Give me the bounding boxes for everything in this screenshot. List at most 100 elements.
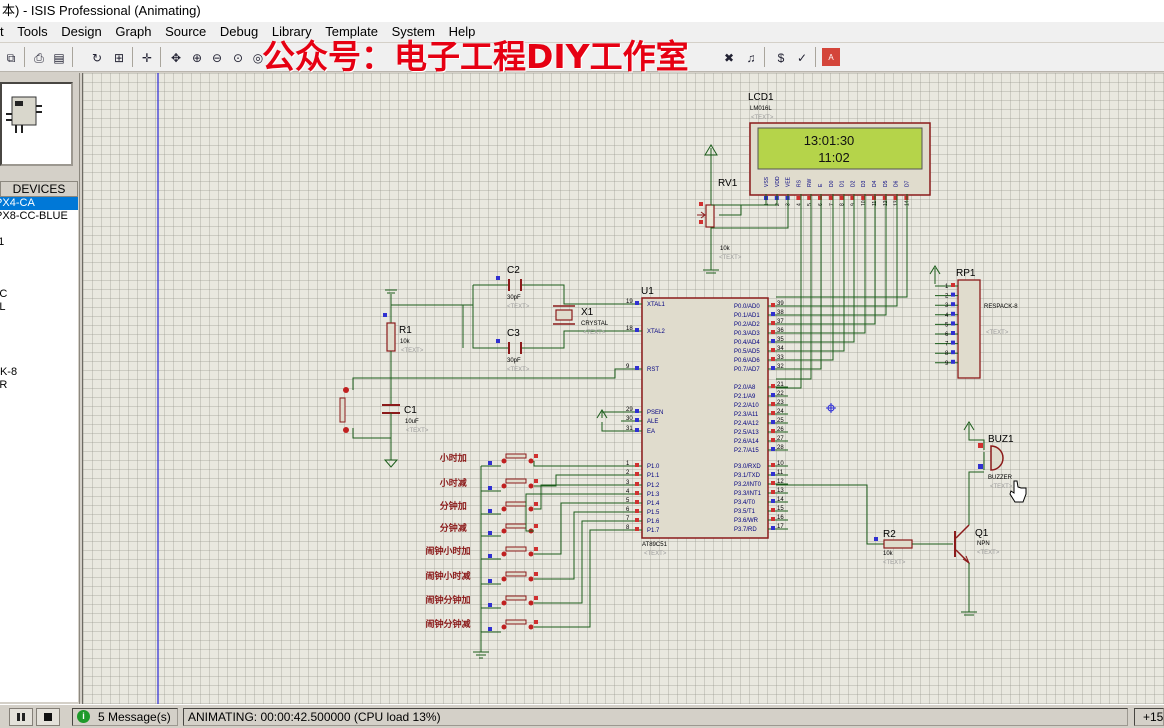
lcd-pin-state xyxy=(839,196,844,200)
push-button[interactable]: 闹钟小时减 xyxy=(425,511,621,585)
menu-source[interactable]: Source xyxy=(165,24,207,39)
r1-value: 10k xyxy=(400,339,411,345)
u1-pin-label: P1.6 xyxy=(647,519,660,525)
push-button[interactable]: 小时减 xyxy=(439,474,621,492)
origin-icon[interactable]: ✛ xyxy=(141,51,153,65)
device-item[interactable]: N xyxy=(0,249,78,262)
pick-icon[interactable]: ♫ xyxy=(746,51,756,65)
grid-icon[interactable]: ⊞ xyxy=(113,51,125,65)
c3[interactable]: C3 30pF <TEXT> xyxy=(496,328,530,373)
zoom-in-icon[interactable]: ⊕ xyxy=(191,51,203,65)
device-item[interactable]: G xyxy=(0,340,78,353)
device-item[interactable]: IPX4-CA xyxy=(0,197,78,210)
device-item[interactable] xyxy=(0,327,78,340)
devices-list[interactable]: IPX4-CA IPX8-CC-BLUE 8 51 N R EC AL G CK… xyxy=(0,197,78,702)
menu-tools[interactable]: Tools xyxy=(17,24,48,39)
zoom-area-icon[interactable]: ◎ xyxy=(252,51,264,65)
lcd1[interactable]: 13:01:30 11:02 LCD1 LM016L <TEXT> VSS1VD… xyxy=(748,92,931,206)
lcd-pin-label: D5 xyxy=(883,180,889,187)
menu-library[interactable]: Library xyxy=(271,24,312,39)
q1-ref: Q1 xyxy=(975,528,989,539)
menu-graph[interactable]: Graph xyxy=(115,24,152,39)
overview-preview[interactable] xyxy=(0,82,73,166)
menu-design[interactable]: Design xyxy=(61,24,102,39)
electrical-check-icon[interactable]: ✓ xyxy=(796,51,808,65)
u1-part: AT89C51 xyxy=(642,542,668,548)
button-pin-state xyxy=(534,502,538,506)
button-pin-state xyxy=(488,486,492,490)
reset-circuit[interactable]: R1 10k <TEXT> C1 10uF <TEXT> xyxy=(339,289,621,468)
u1-pin-label: XTAL1 xyxy=(647,302,666,308)
menu-file[interactable]: t xyxy=(0,24,4,39)
u1-pin-state xyxy=(771,330,775,334)
c3-value: 30pF xyxy=(507,358,521,364)
pan-icon[interactable]: ✥ xyxy=(170,51,182,65)
u1-ref: U1 xyxy=(641,286,654,297)
push-button[interactable]: 闹钟分钟加 xyxy=(425,520,621,609)
menu-template[interactable]: Template xyxy=(325,24,378,39)
stop-button[interactable] xyxy=(36,708,60,726)
copy-icon[interactable]: ⧉ xyxy=(6,51,16,65)
delete-icon[interactable]: ✖ xyxy=(723,51,735,65)
button-pin-state xyxy=(534,620,538,624)
u1-pin-label: P1.7 xyxy=(647,528,660,534)
u1-pin-label: P1.0 xyxy=(647,464,660,470)
push-button[interactable]: 分钟减 xyxy=(440,493,621,537)
u1-pin-state xyxy=(635,500,639,504)
u1-pin-number: 12 xyxy=(777,479,784,485)
u1-pin-state xyxy=(635,463,639,467)
button-contact xyxy=(528,506,534,512)
device-item[interactable] xyxy=(0,353,78,366)
u1-pin-label: P3.6/WR xyxy=(734,518,759,524)
device-item[interactable] xyxy=(0,314,78,327)
menu-help[interactable]: Help xyxy=(448,24,476,39)
menu-system[interactable]: System xyxy=(391,24,435,39)
page-setup-icon[interactable]: ▤ xyxy=(53,51,65,65)
lcd-pin-state xyxy=(828,196,833,200)
device-item[interactable]: 8 xyxy=(0,223,78,236)
zoom-out-icon[interactable]: ⊖ xyxy=(211,51,223,65)
push-button[interactable]: 闹钟分钟减 xyxy=(425,529,621,633)
menu-debug[interactable]: Debug xyxy=(219,24,259,39)
device-item[interactable]: 51 xyxy=(0,236,5,248)
push-button[interactable]: 分钟加 xyxy=(440,484,621,515)
u1-pin-state xyxy=(771,490,775,494)
device-item[interactable]: AL xyxy=(0,301,6,313)
rv1-text: <TEXT> xyxy=(719,255,742,261)
device-item[interactable] xyxy=(0,275,78,288)
x1[interactable]: X1 CRYSTAL <TEXT> xyxy=(553,305,609,336)
c2-text: <TEXT> xyxy=(507,304,530,310)
u1-pin-label: P1.1 xyxy=(647,473,660,479)
ares-icon[interactable]: A xyxy=(822,48,840,66)
push-button[interactable]: 闹钟小时加 xyxy=(425,502,621,560)
print-icon[interactable]: ⎙ xyxy=(34,51,44,65)
c2[interactable]: C2 30pF <TEXT> xyxy=(496,265,530,310)
rp1-pin-number: 3 xyxy=(945,303,949,309)
lcd-pin-label: VDD xyxy=(775,176,781,187)
bill-of-materials-icon[interactable]: $ xyxy=(777,51,785,65)
rv1[interactable]: RV1 10k <TEXT> xyxy=(697,144,742,274)
button-body xyxy=(505,595,527,601)
rp1-ref: RP1 xyxy=(956,268,976,279)
device-item[interactable]: EC xyxy=(0,288,8,300)
buzzer-driver[interactable]: R2 10k <TEXT> Q1 NPN <TEXT> BUZ1 BUZZER … xyxy=(776,421,1014,616)
zoom-all-icon[interactable]: ⊙ xyxy=(232,51,244,65)
c1-value: 10uF xyxy=(405,419,419,425)
button-label: 闹钟分钟加 xyxy=(425,594,470,605)
info-icon: i xyxy=(77,710,90,723)
u1-pin-label: P3.1/TXD xyxy=(734,473,761,479)
device-item[interactable]: R xyxy=(0,262,78,275)
device-item[interactable]: CK-8 xyxy=(0,366,18,378)
button-contact xyxy=(501,528,507,534)
refresh-icon[interactable]: ↻ xyxy=(91,51,103,65)
device-item[interactable]: IPX8-CC-BLUE xyxy=(0,210,68,222)
u1-pin-state xyxy=(771,508,775,512)
pause-button[interactable] xyxy=(9,708,33,726)
device-item[interactable]: ER xyxy=(0,379,8,391)
message-count[interactable]: i 5 Message(s) xyxy=(72,708,178,726)
button-contact xyxy=(501,600,507,606)
push-button[interactable]: 小时加 xyxy=(439,452,621,467)
